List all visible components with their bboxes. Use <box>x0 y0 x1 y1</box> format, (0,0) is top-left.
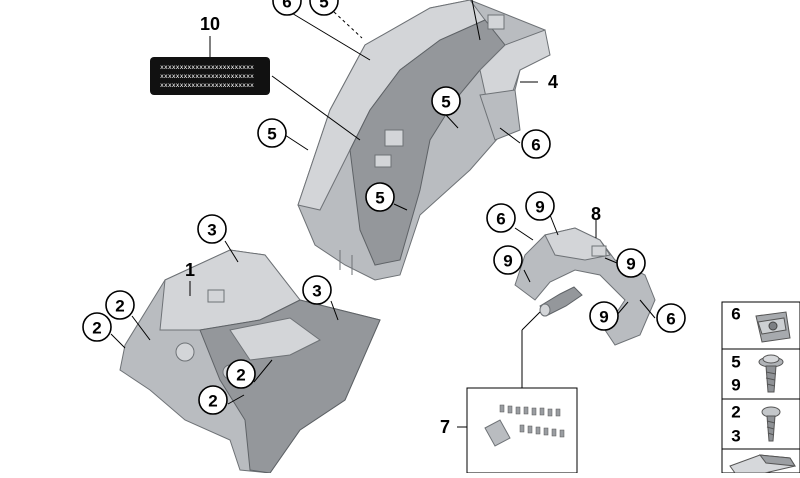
label-line: xxxxxxxxxxxxxxxxxxxxxxxx <box>160 63 254 71</box>
callout-5-mid: 5 <box>431 86 461 116</box>
svg-text:6: 6 <box>496 210 505 229</box>
callout-2-a: 2 <box>105 290 135 320</box>
svg-text:3: 3 <box>312 282 321 301</box>
leader-lines <box>110 0 656 428</box>
callout-6-right: 6 <box>521 129 551 159</box>
legend-number: 9 <box>731 376 740 395</box>
svg-text:5: 5 <box>319 0 328 12</box>
bracket-part <box>514 227 656 346</box>
warning-label: xxxxxxxxxxxxxxxxxxxxxxxx xxxxxxxxxxxxxxx… <box>150 57 270 95</box>
svg-text:9: 9 <box>503 252 512 271</box>
callout-9-top: 9 <box>525 191 555 221</box>
svg-text:9: 9 <box>535 198 544 217</box>
part-number-8: 8 <box>591 204 601 224</box>
kit-box <box>466 387 578 474</box>
callout-6-bracket-right: 6 <box>656 303 686 333</box>
callout-5-low: 5 <box>365 182 395 212</box>
label-line: xxxxxxxxxxxxxxxxxxxxxxxx <box>160 72 254 80</box>
legend-number: 2 <box>731 403 740 422</box>
legend-row-arrow <box>721 448 800 474</box>
callout-5-left: 5 <box>257 118 287 148</box>
legend-row-clip-nut: 6 <box>721 301 800 350</box>
svg-text:2: 2 <box>115 297 124 316</box>
svg-text:2: 2 <box>208 392 217 411</box>
svg-text:3: 3 <box>207 221 216 240</box>
legend-row-pan-screw: 2 3 <box>721 398 800 450</box>
svg-text:5: 5 <box>375 189 384 208</box>
callout-9-right: 9 <box>616 248 646 278</box>
callout-9-left: 9 <box>493 245 523 275</box>
callout-3-lower: 3 <box>302 275 332 305</box>
flange-screw-icon <box>758 354 784 393</box>
svg-text:6: 6 <box>666 310 675 329</box>
callout-3-upper: 3 <box>197 214 227 244</box>
sleeve-part <box>539 286 583 317</box>
svg-text:9: 9 <box>599 308 608 327</box>
callout-6-top: 6 <box>272 0 302 16</box>
legend-row-flange-screw: 5 9 <box>721 348 800 400</box>
part-number-7: 7 <box>440 417 450 437</box>
svg-text:6: 6 <box>282 0 291 12</box>
svg-text:6: 6 <box>531 136 540 155</box>
legend-number: 3 <box>731 427 740 446</box>
callout-6-bracket-left: 6 <box>486 203 516 233</box>
callout-9-bottom: 9 <box>589 301 619 331</box>
part-number-10: 10 <box>200 14 220 34</box>
legend-number: 6 <box>731 305 740 324</box>
svg-text:2: 2 <box>236 366 245 385</box>
legend-number: 5 <box>731 353 740 372</box>
part-number-4: 4 <box>548 72 558 92</box>
callout-2-d: 2 <box>198 385 228 415</box>
svg-text:5: 5 <box>441 93 450 112</box>
callout-2-c: 2 <box>226 359 256 389</box>
part-number-1: 1 <box>185 260 195 280</box>
svg-text:9: 9 <box>626 255 635 274</box>
callout-2-b: 2 <box>82 312 112 342</box>
hardware-legend: 6 5 9 2 3 <box>721 301 800 474</box>
svg-text:2: 2 <box>92 319 101 338</box>
rear-frame-part <box>297 0 551 281</box>
clip-nut-icon <box>755 311 791 343</box>
lower-frame-part <box>119 249 381 474</box>
pan-screw-icon <box>761 406 781 442</box>
callout-5-top: 5 <box>309 0 339 16</box>
svg-text:5: 5 <box>267 125 276 144</box>
label-line: xxxxxxxxxxxxxxxxxxxxxxxx <box>160 81 254 89</box>
